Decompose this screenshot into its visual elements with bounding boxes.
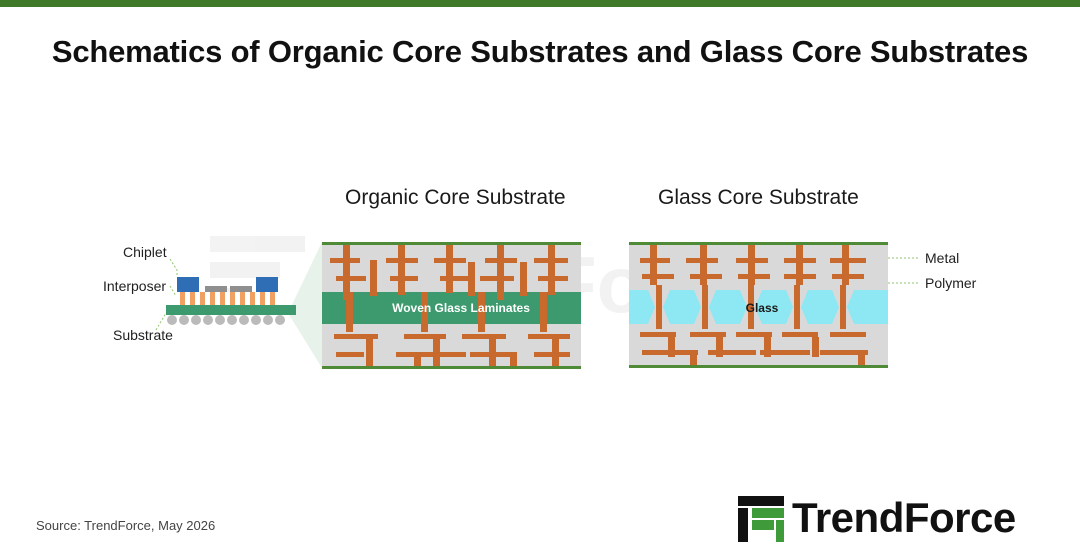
substrate-label: Substrate bbox=[113, 327, 173, 343]
woven-glass-laminates bbox=[322, 292, 581, 324]
interposer-layer bbox=[177, 292, 281, 305]
chiplet-mid-2 bbox=[230, 286, 252, 292]
package-leader-lines bbox=[155, 258, 178, 331]
glass-core-substrate bbox=[629, 242, 918, 368]
organic-metal-traces bbox=[330, 245, 570, 366]
zoom-callout bbox=[288, 242, 322, 368]
organic-title: Organic Core Substrate bbox=[345, 186, 566, 209]
polymer-label: Polymer bbox=[925, 275, 977, 291]
glass-core-label: Glass bbox=[746, 301, 779, 315]
top-accent-bar bbox=[0, 0, 1080, 7]
organic-bottom-surface bbox=[322, 366, 581, 369]
trendforce-logo: TrendForce bbox=[736, 494, 1056, 544]
page-title: Schematics of Organic Core Substrates an… bbox=[51, 34, 1029, 69]
organic-core-label: Woven Glass Laminates bbox=[392, 301, 530, 315]
glass-metal-traces bbox=[640, 245, 868, 365]
chiplet-right bbox=[256, 277, 278, 292]
glass-top-surface bbox=[629, 242, 888, 245]
trendforce-logo-icon bbox=[738, 496, 784, 542]
substrate-balls bbox=[167, 315, 285, 325]
chiplet-mid-1 bbox=[205, 286, 227, 292]
package-illustration bbox=[155, 242, 322, 368]
source-note: Source: TrendForce, May 2026 bbox=[36, 518, 216, 533]
organic-top-surface bbox=[322, 242, 581, 245]
trendforce-logo-text: TrendForce bbox=[792, 494, 1016, 541]
organic-core-substrate bbox=[322, 242, 581, 369]
chiplet-label: Chiplet bbox=[123, 244, 167, 260]
metal-label: Metal bbox=[925, 250, 960, 266]
glass-title: Glass Core Substrate bbox=[658, 186, 859, 209]
glass-leader-lines bbox=[888, 257, 918, 284]
glass-bottom-surface bbox=[629, 365, 888, 368]
interposer-label: Interposer bbox=[103, 278, 167, 294]
package-substrate bbox=[166, 305, 288, 315]
chiplet-left bbox=[177, 277, 199, 292]
